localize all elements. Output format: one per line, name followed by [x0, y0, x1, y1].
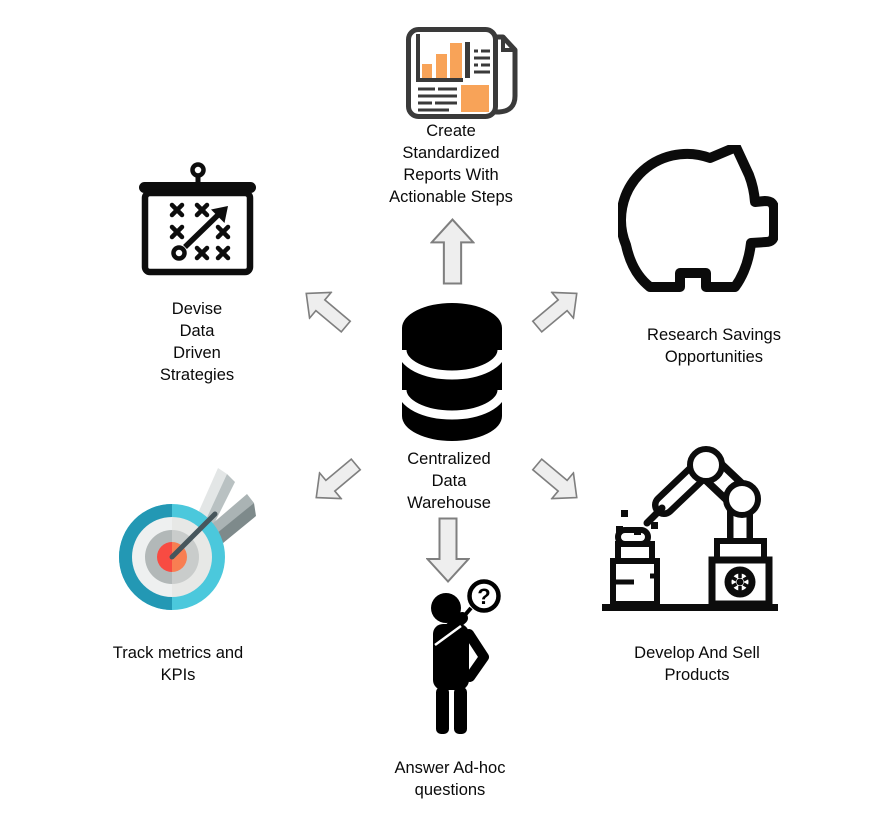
label-research-savings-opportunities: Research Savings Opportunities [647, 326, 781, 366]
label-answer-adhoc-questions: Answer Ad-hoc questions [394, 759, 506, 799]
arrow-up-right-icon [524, 278, 590, 342]
label-devise-data-driven-strategies: Devise Data Driven Strategies [159, 300, 235, 384]
question-mark-glyph: ? [477, 584, 490, 609]
robot-arm-icon [602, 446, 778, 611]
arrow-up-icon [430, 218, 475, 285]
label-create-standardized-reports: Create Standardized Reports With Actiona… [389, 122, 513, 206]
strategy-board-icon [139, 162, 256, 276]
label-develop-and-sell-products: Develop And Sell Products [634, 644, 760, 684]
label-centralized-data-warehouse: Centralized Data Warehouse [407, 450, 491, 512]
database-icon [398, 303, 506, 441]
label-track-metrics-kpis: Track metrics and KPIs [112, 644, 244, 684]
arrow-down-icon [426, 517, 470, 583]
arrow-up-left-icon [293, 278, 359, 342]
piggy-bank-icon [618, 145, 778, 292]
report-icon [406, 27, 518, 119]
target-arrow-icon [119, 468, 256, 610]
thinking-person-icon: ? [431, 579, 501, 734]
